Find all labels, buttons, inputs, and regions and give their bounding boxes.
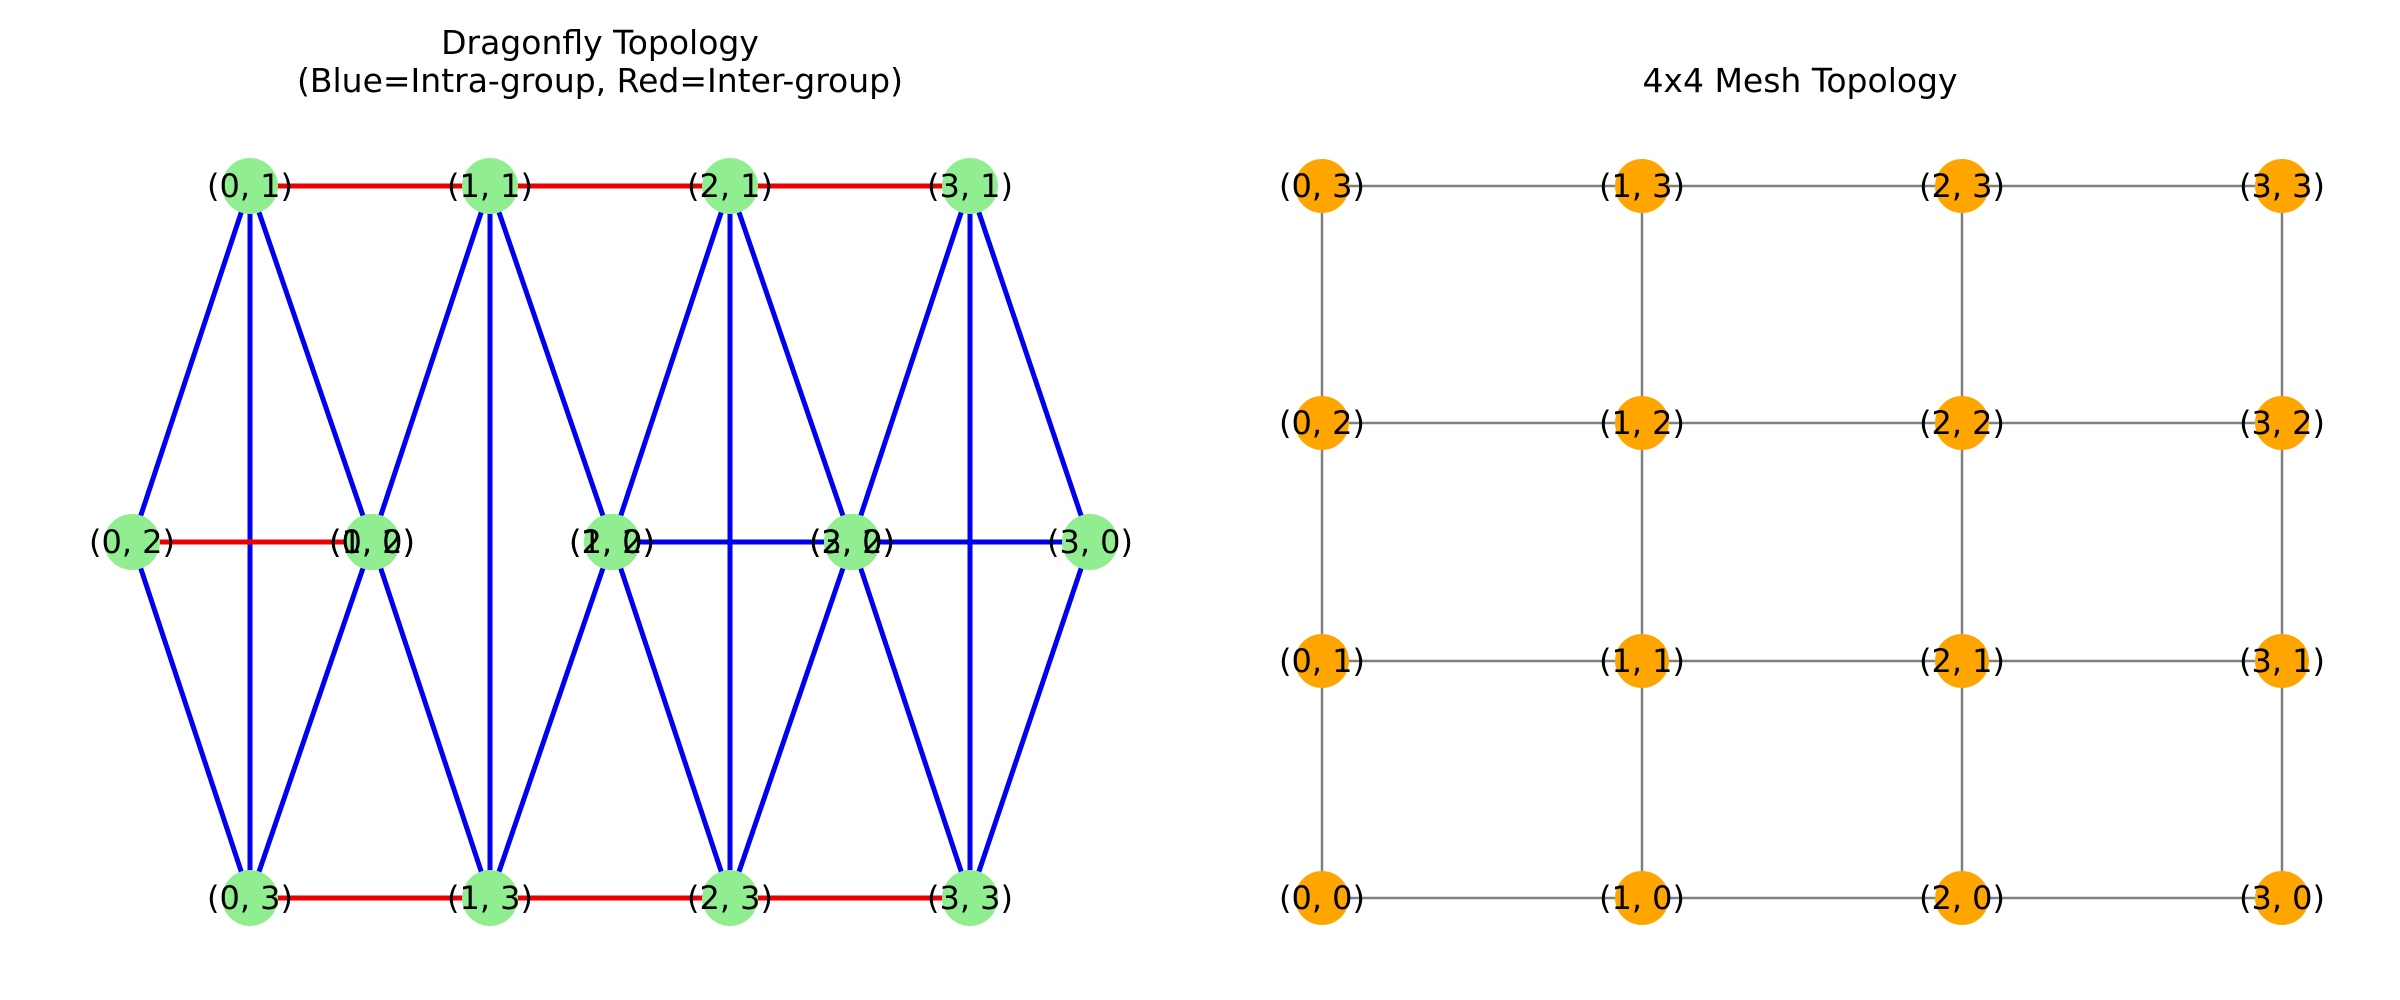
- intra-group-edge: [967, 541, 1093, 899]
- dragonfly-node: [462, 870, 518, 926]
- dragonfly-node: [222, 158, 278, 214]
- mesh-node: [2255, 871, 2309, 925]
- dragonfly-node-label: (1, 0): [569, 523, 655, 561]
- dragonfly-node-label: (3, 3): [927, 879, 1013, 917]
- mesh-graph: (0, 3) (1, 3) (2, 3) (3, 3) (0, 2) (1, 2) (2, …: [1279, 159, 2325, 925]
- intra-group-edge: [727, 541, 855, 899]
- dragonfly-node-label: (2, 0): [809, 523, 895, 561]
- intra-group-edge: [609, 185, 733, 543]
- dragonfly-node-label: (2, 3): [687, 879, 773, 917]
- dragonfly-node: [942, 870, 998, 926]
- dragonfly-node-label: (2, 2): [569, 523, 655, 561]
- intra-group-edge: [247, 541, 375, 899]
- dragonfly-node-label: (0, 0): [329, 523, 415, 561]
- mesh-node-label: (3, 2): [2239, 404, 2325, 442]
- mesh-node-label: (1, 3): [1599, 167, 1685, 205]
- dragonfly-node: [104, 514, 160, 570]
- intra-group-edge: [967, 185, 1093, 543]
- mesh-node-label: (2, 0): [1919, 879, 2005, 917]
- dragonfly-edges: [129, 183, 1093, 901]
- mesh-nodes: (0, 3) (1, 3) (2, 3) (3, 3) (0, 2) (1, 2) (2, …: [1279, 159, 2325, 925]
- mesh-node: [1615, 159, 1669, 213]
- mesh-node-label: (3, 0): [2239, 879, 2325, 917]
- mesh-node: [1935, 871, 1989, 925]
- dragonfly-graph: (0, 1)(1, 1)(2, 1)(3, 1)(0, 2)(0, 0)(1, …: [89, 158, 1133, 926]
- mesh-node-label: (0, 1): [1279, 642, 1365, 680]
- mesh-node: [1615, 871, 1669, 925]
- intra-group-edge: [849, 541, 973, 899]
- mesh-node: [1615, 396, 1669, 450]
- dragonfly-node: [462, 158, 518, 214]
- intra-group-edge: [129, 185, 253, 543]
- dragonfly-node-label: (0, 1): [207, 167, 293, 205]
- dragonfly-node-label: (0, 2): [89, 523, 175, 561]
- mesh-node: [1295, 634, 1349, 688]
- dragonfly-node-label: (3, 1): [927, 167, 1013, 205]
- dragonfly-node-label: (1, 2): [329, 523, 415, 561]
- dragonfly-node-label: (1, 3): [447, 879, 533, 917]
- intra-group-edge: [129, 541, 253, 899]
- mesh-node-label: (2, 2): [1919, 404, 2005, 442]
- dragonfly-node-label: (0, 3): [207, 879, 293, 917]
- mesh-node-label: (0, 0): [1279, 879, 1365, 917]
- dragonfly-node: [1062, 514, 1118, 570]
- mesh-node: [2255, 634, 2309, 688]
- dragonfly-node: [942, 158, 998, 214]
- dragonfly-node-label: (3, 0): [1047, 523, 1133, 561]
- mesh-node: [1295, 159, 1349, 213]
- intra-group-edge: [369, 541, 493, 899]
- dragonfly-node: [702, 870, 758, 926]
- dragonfly-node: [824, 514, 880, 570]
- mesh-node-label: (3, 1): [2239, 642, 2325, 680]
- intra-group-edge: [609, 541, 733, 899]
- mesh-node-label: (3, 3): [2239, 167, 2325, 205]
- mesh-node: [2255, 159, 2309, 213]
- mesh-node: [1295, 871, 1349, 925]
- dragonfly-node-label: (1, 1): [447, 167, 533, 205]
- mesh-node-label: (1, 2): [1599, 404, 1685, 442]
- mesh-node-label: (1, 0): [1599, 879, 1685, 917]
- mesh-node: [1615, 634, 1669, 688]
- intra-group-edge: [247, 185, 375, 543]
- intra-group-edge: [487, 185, 615, 543]
- mesh-node: [1935, 634, 1989, 688]
- mesh-node-label: (0, 2): [1279, 404, 1365, 442]
- mesh-node-label: (2, 1): [1919, 642, 2005, 680]
- dragonfly-title: Dragonfly Topology: [441, 23, 759, 62]
- mesh-node-label: (0, 3): [1279, 167, 1365, 205]
- dragonfly-node: [584, 514, 640, 570]
- mesh-node: [1935, 159, 1989, 213]
- mesh-node: [1935, 396, 1989, 450]
- intra-group-edge: [727, 185, 855, 543]
- mesh-node: [2255, 396, 2309, 450]
- dragonfly-panel: Dragonfly Topology (Blue=Intra-group, Re…: [89, 23, 1133, 926]
- intra-group-edge: [369, 185, 493, 543]
- dragonfly-nodes: (0, 1)(1, 1)(2, 1)(3, 1)(0, 2)(0, 0)(1, …: [89, 158, 1133, 926]
- mesh-panel: 4x4 Mesh Topology (0, 3) (1, 3) (2, 3) (3, …: [1200, 0, 2400, 1000]
- intra-group-edge: [487, 541, 615, 899]
- dragonfly-node-label: (3, 2): [809, 523, 895, 561]
- dragonfly-node-label: (2, 1): [687, 167, 773, 205]
- intra-group-edge: [849, 185, 973, 543]
- mesh-node-label: (2, 3): [1919, 167, 2005, 205]
- dragonfly-node: [344, 514, 400, 570]
- mesh-edges: [1320, 184, 2284, 900]
- dragonfly-node: [222, 870, 278, 926]
- mesh-node: [1295, 396, 1349, 450]
- dragonfly-node: [702, 158, 758, 214]
- mesh-title: 4x4 Mesh Topology: [1642, 61, 1958, 100]
- mesh-node-label: (1, 1): [1599, 642, 1685, 680]
- dragonfly-subtitle: (Blue=Intra-group, Red=Inter-group): [297, 61, 903, 100]
